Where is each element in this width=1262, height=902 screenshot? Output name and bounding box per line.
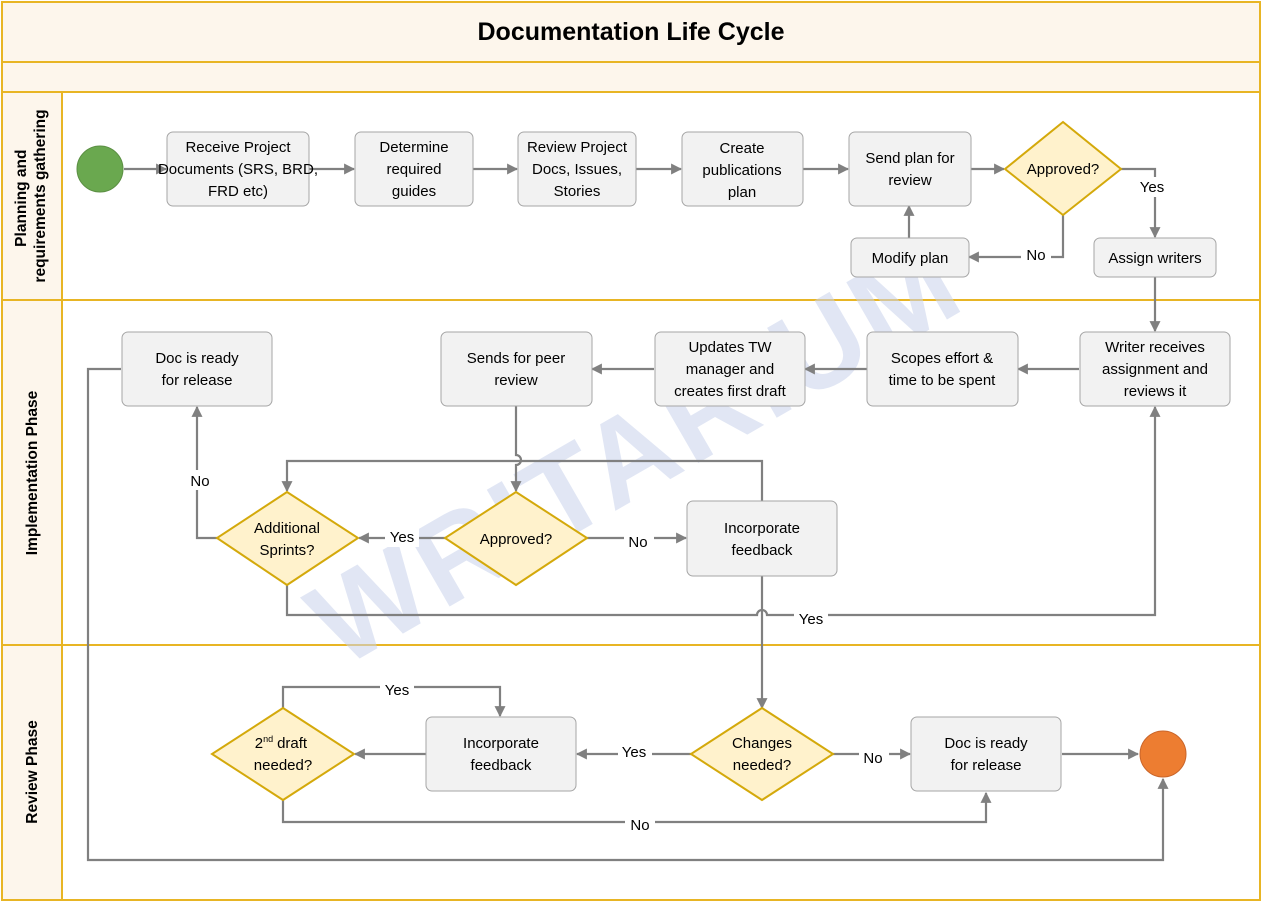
decision-approved-1: Approved? — [1027, 161, 1100, 178]
edge-label-yes-additional: Yes — [390, 529, 414, 546]
edge-label-no-second-draft: No — [630, 817, 649, 834]
start-node — [76, 145, 124, 193]
node-scopes-effort: Scopes effort &time to be spent — [889, 350, 997, 389]
lane-label-planning: Planning and requirements gathering — [13, 109, 49, 282]
edge-label-no-doc-ready: No — [190, 473, 209, 490]
lane-label-planning-line2: requirements gathering — [32, 109, 49, 282]
edge-label-yes-assign: Yes — [1140, 179, 1164, 196]
end-node — [1139, 730, 1187, 778]
connector-approved-modify — [967, 215, 1065, 263]
edge-label-yes-changes: Yes — [622, 744, 646, 761]
edge-labels: Yes No No Yes No Yes Yes Yes No No — [185, 177, 1168, 834]
connectors — [86, 163, 1169, 862]
edge-label-no-incorporate: No — [628, 534, 647, 551]
lane-label-review: Review Phase — [24, 720, 41, 824]
node-assign-writers: Assign writers — [1108, 250, 1201, 267]
edge-label-no-modify: No — [1026, 247, 1045, 264]
lane-label-planning-line1: Planning and — [13, 150, 30, 247]
connector-incorporate-additional — [281, 459, 764, 501]
diagram-title: Documentation Life Cycle — [478, 18, 785, 46]
connector-docready1-end — [86, 367, 1169, 862]
connector-approved-assign — [1121, 167, 1161, 239]
edge-label-yes-second-draft: Yes — [385, 682, 409, 699]
lane-label-implementation: Implementation Phase — [24, 390, 41, 555]
connector-additional-docready — [191, 405, 217, 540]
node-modify-plan: Modify plan — [872, 250, 949, 267]
decision-approved-2: Approved? — [480, 531, 553, 548]
edge-label-no-changes: No — [863, 750, 882, 767]
svg-text:Planning and requirement: Planning and requirements gathering — [13, 109, 49, 282]
edge-label-yes-sprints: Yes — [799, 611, 823, 628]
